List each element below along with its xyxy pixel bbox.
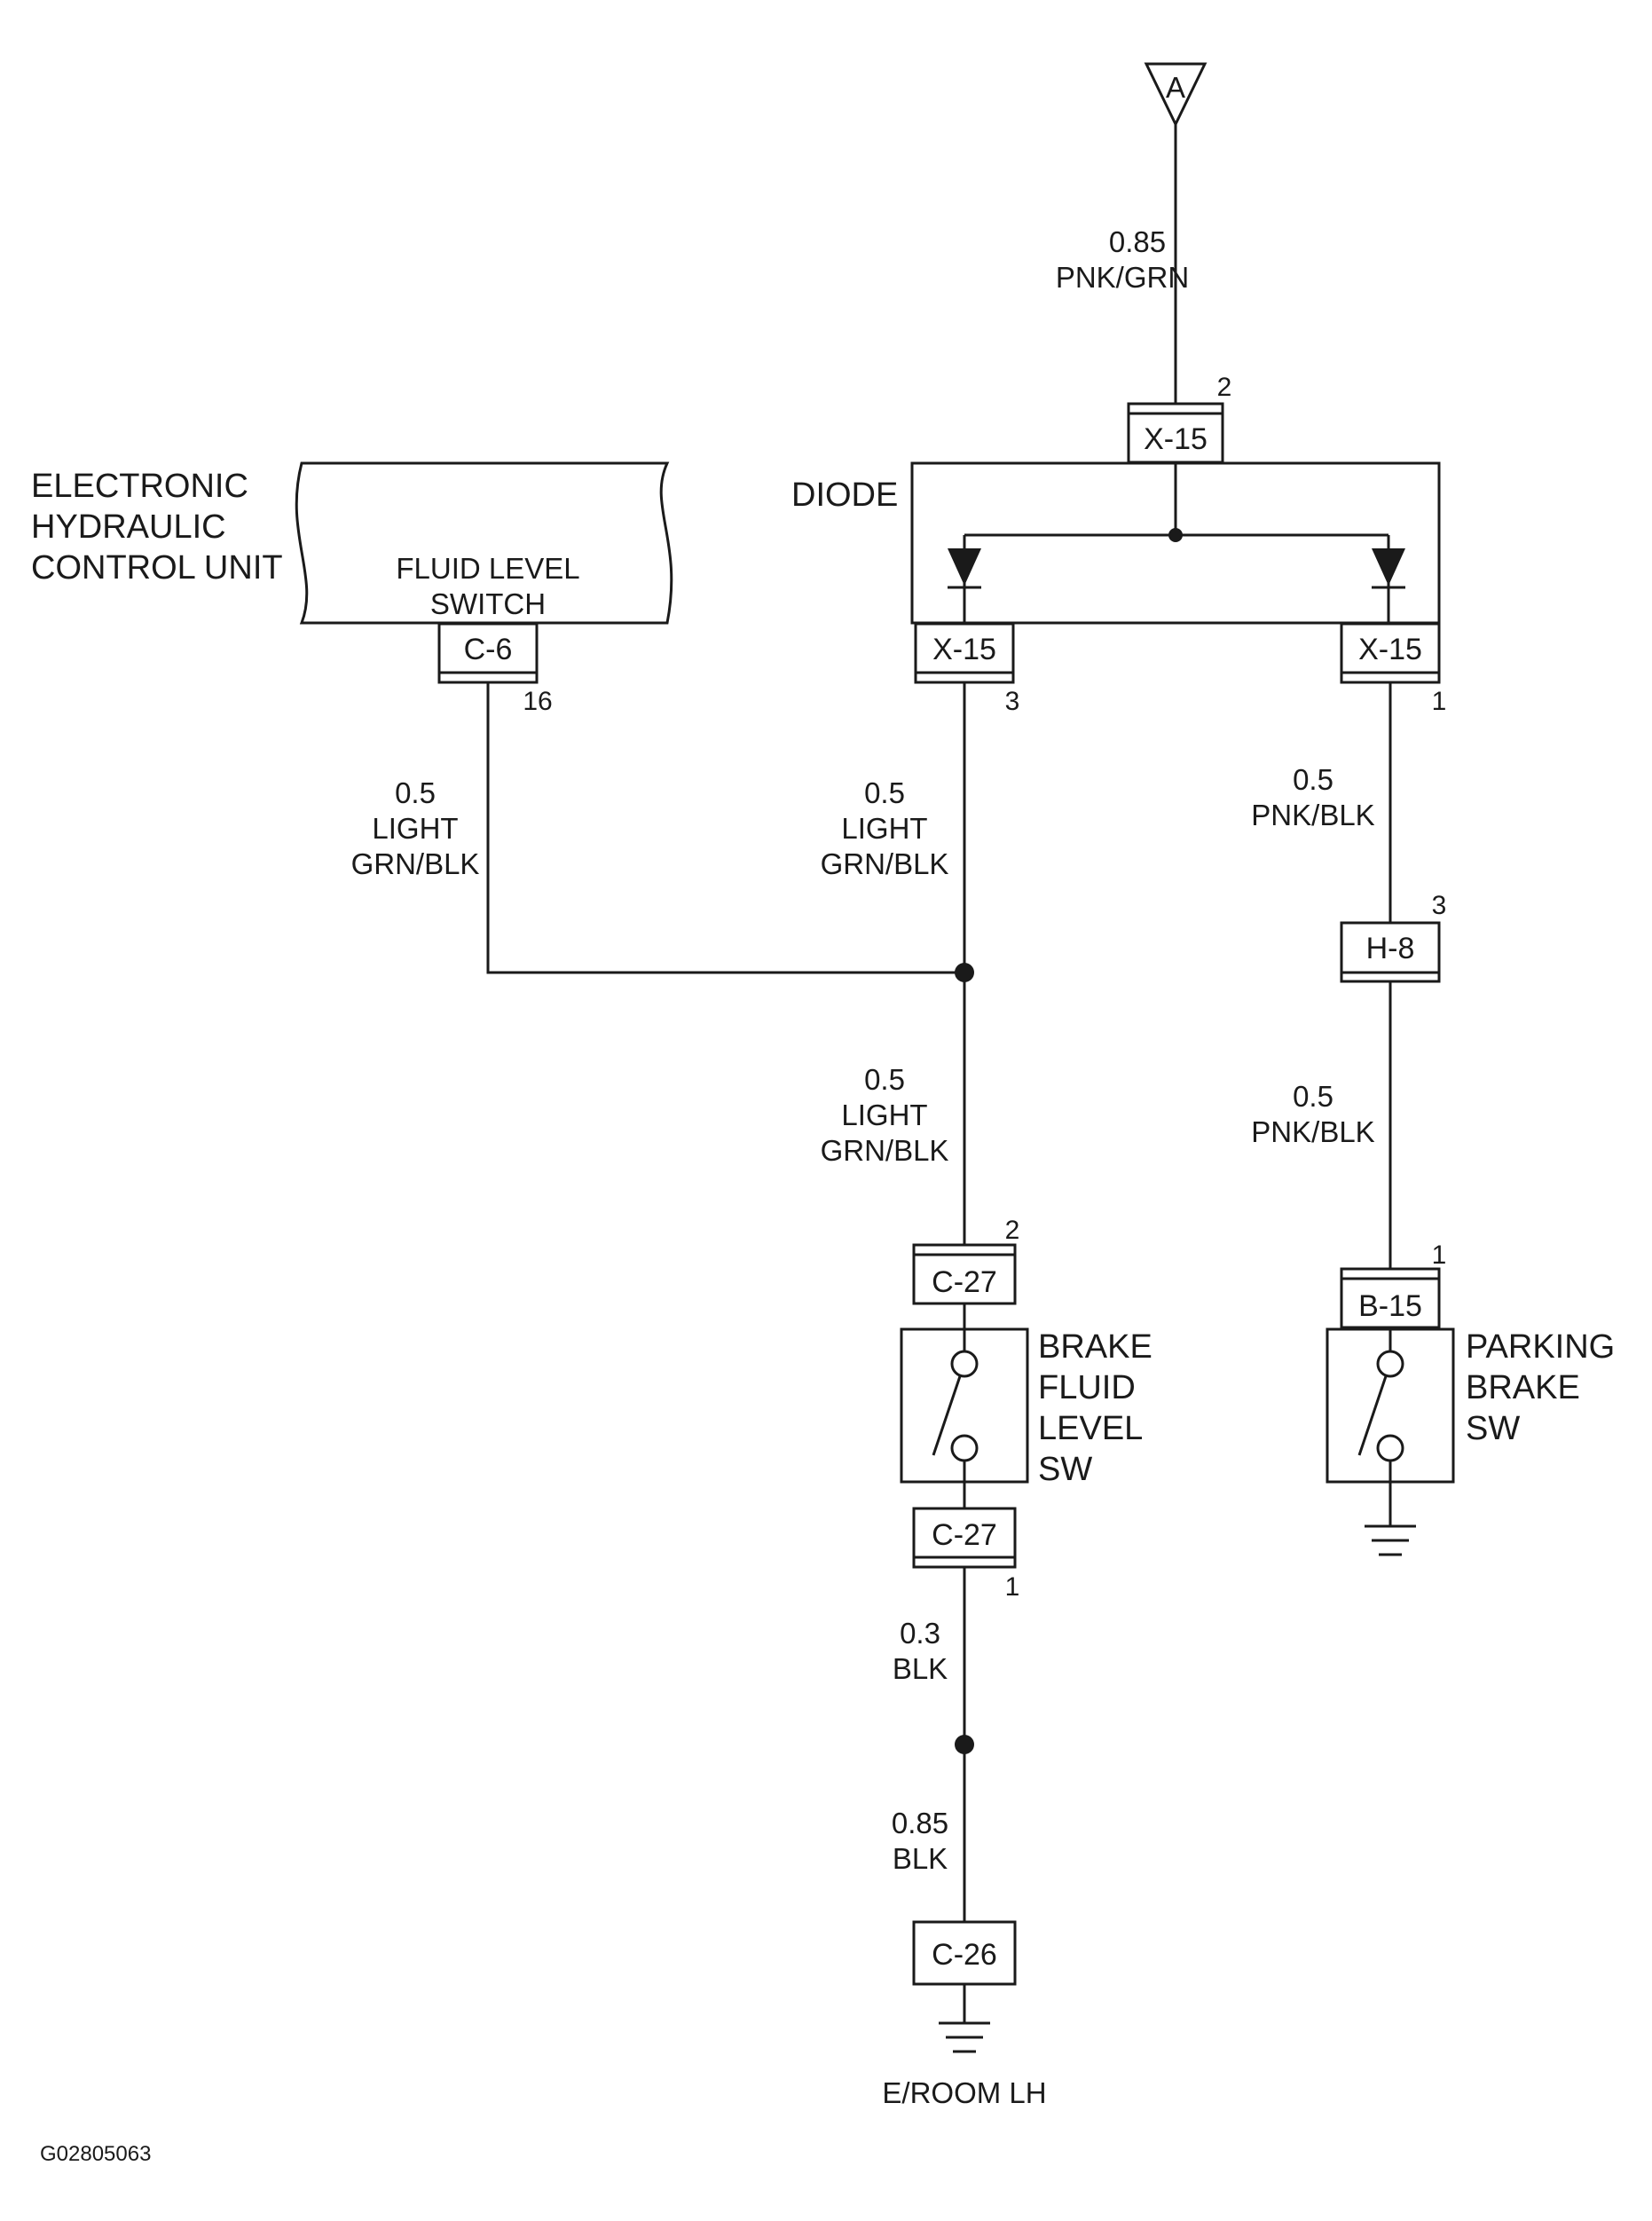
brake-fluid-label-1: BRAKE (1038, 1328, 1152, 1366)
c27-top-pin: 2 (1005, 1216, 1020, 1245)
c26-label: C-26 (932, 1938, 997, 1972)
x15-left-connector: X-15 (914, 622, 1015, 684)
wire-right-lower-color: PNK/BLK (1251, 1115, 1374, 1148)
wire-top-gauge: 0.85 (1109, 225, 1166, 258)
c6-pin: 16 (523, 687, 552, 716)
x15-top-pin: 2 (1217, 373, 1232, 402)
diode-right-symbol (1372, 548, 1405, 586)
ehcu-title-2: HYDRAULIC (31, 508, 226, 546)
ehcu-inner-2: SWITCH (430, 587, 546, 620)
diode-splice-dot (1168, 528, 1183, 542)
c6-label: C-6 (464, 633, 513, 666)
wire-c6-type: LIGHT (372, 812, 458, 845)
brake-fluid-label-3: LEVEL (1038, 1410, 1143, 1447)
brake-fluid-label-2: FLUID (1038, 1369, 1136, 1406)
x15-left-label: X-15 (932, 633, 996, 666)
c6-connector: C-6 (437, 622, 539, 684)
x15-right-pin: 1 (1432, 687, 1447, 716)
offpage-connector-triangle (1144, 62, 1208, 128)
parking-brake-label-2: BRAKE (1466, 1369, 1580, 1406)
splice-dot-upper (955, 963, 974, 982)
wire-ground-upper-color: BLK (893, 1652, 948, 1685)
c27-bottom-pin: 1 (1005, 1572, 1020, 1602)
wire-right-lower-gauge: 0.5 (1293, 1080, 1333, 1113)
wire-ground-lower-color: BLK (893, 1842, 948, 1875)
wire-splice-color: GRN/BLK (821, 1134, 949, 1167)
wire-right-upper-color: PNK/BLK (1251, 799, 1374, 831)
ground-symbol-right (1365, 1524, 1416, 1556)
parking-brake-label-3: SW (1466, 1410, 1520, 1447)
b15-label: B-15 (1358, 1289, 1422, 1323)
h8-connector: H-8 (1340, 921, 1441, 983)
wire-c6-to-splice (486, 682, 964, 974)
c26-connector: C-26 (912, 1920, 1017, 1986)
parking-brake-label-1: PARKING (1466, 1328, 1615, 1366)
ehcu-box (295, 461, 673, 625)
wire-ground-lower-gauge: 0.85 (892, 1807, 948, 1839)
b15-pin: 1 (1432, 1240, 1447, 1270)
h8-label: H-8 (1366, 932, 1415, 965)
brake-fluid-switch (900, 1303, 1029, 1508)
ground-symbol-left (939, 1984, 990, 2053)
splice-dot-lower (955, 1735, 974, 1754)
x15-right-connector: X-15 (1340, 622, 1441, 684)
c27-top-connector: C-27 (912, 1243, 1017, 1305)
wire-ground-upper-gauge: 0.3 (900, 1617, 940, 1650)
ground-label: E/ROOM LH (882, 2076, 1046, 2109)
parking-brake-switch (1326, 1327, 1455, 1526)
wire-c6-gauge: 0.5 (395, 776, 436, 809)
c27-top-label: C-27 (932, 1265, 997, 1299)
x15-left-pin: 3 (1005, 687, 1020, 716)
h8-pin: 3 (1432, 891, 1447, 920)
diode-title: DIODE (791, 476, 898, 514)
wire-c6-color: GRN/BLK (351, 847, 480, 880)
x15-top-label: X-15 (1144, 422, 1208, 456)
brake-fluid-label-4: SW (1038, 1451, 1092, 1488)
offpage-connector-label: A (1166, 71, 1185, 104)
c27-bottom-label: C-27 (932, 1518, 997, 1552)
ehcu-inner-1: FLUID LEVEL (396, 552, 579, 585)
x15-top-connector: X-15 (1127, 402, 1224, 464)
ehcu-title-1: ELECTRONIC (31, 468, 248, 505)
wire-splice-gauge: 0.5 (864, 1063, 905, 1096)
wire-splice-type: LIGHT (841, 1099, 927, 1131)
c27-bottom-connector: C-27 (912, 1507, 1017, 1569)
wire-right-upper-gauge: 0.5 (1293, 763, 1333, 796)
diode-left-symbol (948, 548, 981, 586)
wire-top-color: PNK/GRN (1056, 261, 1189, 294)
ehcu-title-3: CONTROL UNIT (31, 549, 283, 587)
wire-x15-type: LIGHT (841, 812, 927, 845)
wire-x15-color: GRN/BLK (821, 847, 949, 880)
x15-right-label: X-15 (1358, 633, 1422, 666)
b15-connector: B-15 (1340, 1267, 1441, 1329)
figure-id: G02805063 (40, 2142, 151, 2166)
wire-x15-gauge: 0.5 (864, 776, 905, 809)
